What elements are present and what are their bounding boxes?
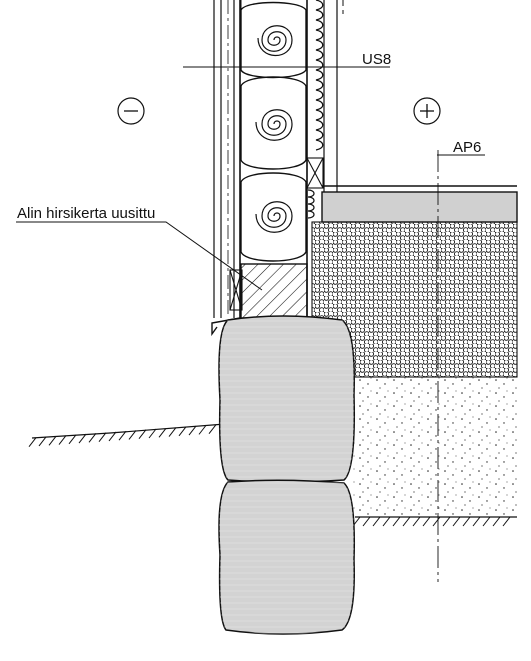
base-flashing — [211, 317, 241, 337]
batten-upper — [306, 157, 324, 189]
floor-slab — [321, 191, 518, 223]
log-1 — [240, 1, 307, 79]
minus-side-symbol — [117, 97, 145, 125]
foundation-stone-upper — [218, 315, 356, 483]
bottom-log-label: Alin hirsikerta uusittu — [17, 205, 155, 222]
sealing-wave — [307, 189, 315, 219]
soil-fill-right — [352, 377, 517, 517]
log-3 — [240, 172, 307, 262]
wind-barrier-wave — [315, 0, 324, 151]
bottom-log-renewed — [240, 263, 308, 319]
foundation-stone-lower — [218, 479, 356, 635]
ap6-label: AP6 — [453, 139, 481, 156]
batten-lower — [229, 269, 243, 311]
log-stack — [240, 1, 308, 319]
ground-line-left — [28, 423, 226, 448]
ground-line-right — [352, 516, 517, 527]
bottom-log-leader-line — [16, 221, 263, 291]
us8-label: US8 — [362, 51, 391, 68]
log-2 — [240, 76, 307, 170]
plus-side-symbol — [413, 97, 441, 125]
